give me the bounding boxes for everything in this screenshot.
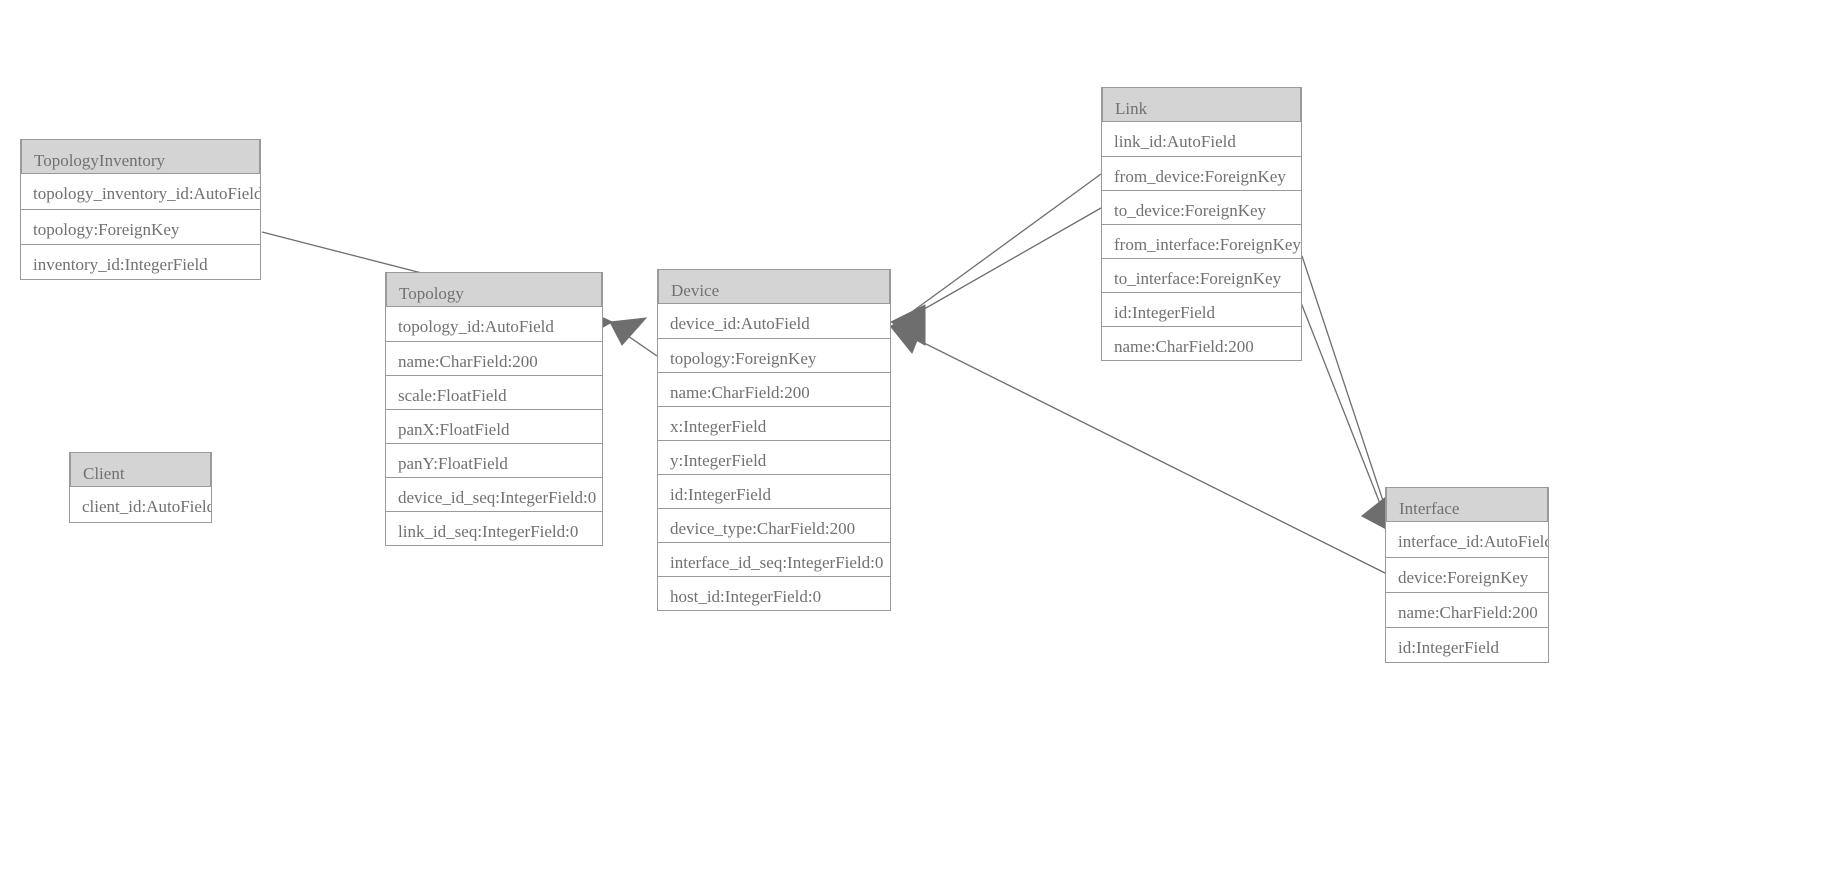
entity-field-row: to_device:ForeignKey bbox=[1102, 190, 1301, 224]
entity-field-row: topology:ForeignKey bbox=[658, 338, 890, 372]
relationship-line bbox=[897, 173, 1102, 323]
entity-field-row: device_id_seq:IntegerField:0 bbox=[386, 477, 602, 511]
relationship-line bbox=[1301, 255, 1393, 529]
entity-field-row: device_type:CharField:200 bbox=[658, 508, 890, 542]
entity-field-row: topology_id:AutoField bbox=[398, 317, 554, 336]
entity-field-row: from_device:ForeignKey bbox=[1102, 156, 1301, 190]
entity-table-device[interactable]: Device device_id:AutoField topology:Foreig… bbox=[657, 269, 891, 611]
entity-field-row: client_id:AutoField bbox=[82, 497, 211, 516]
entity-field-row: topology_inventory_id:AutoField bbox=[33, 184, 260, 203]
entity-field-row: panY:FloatField bbox=[386, 443, 602, 477]
entity-field-row: interface_id_seq:IntegerField:0 bbox=[658, 542, 890, 576]
entity-field-row: scale:FloatField bbox=[386, 375, 602, 409]
entity-table-link[interactable]: Link link_id:AutoField from_device:Foreign… bbox=[1101, 87, 1302, 361]
entity-header-client: Client bbox=[70, 452, 211, 487]
entity-table-client[interactable]: Client client_id:AutoField bbox=[69, 452, 212, 523]
entity-field-row: interface_id:AutoField bbox=[1398, 532, 1548, 551]
entity-field-row: host_id:IntegerField:0 bbox=[658, 576, 890, 610]
entity-header-topology-inventory: TopologyInventory bbox=[21, 139, 260, 174]
entity-field-row: id:IntegerField bbox=[658, 474, 890, 508]
entity-field-row: link_id_seq:IntegerField:0 bbox=[386, 511, 602, 545]
entity-field-row: y:IntegerField bbox=[658, 440, 890, 474]
entity-field-row: name:CharField:200 bbox=[658, 372, 890, 406]
relationship-arrowhead-icon bbox=[889, 304, 926, 342]
entity-header-link: Link bbox=[1102, 87, 1301, 122]
relationship-line bbox=[611, 324, 658, 357]
entity-field-row: device_id:AutoField bbox=[670, 314, 810, 333]
entity-field-row: id:IntegerField bbox=[1102, 292, 1301, 326]
entity-field-row: topology:ForeignKey bbox=[21, 209, 260, 244]
relationship-line bbox=[1295, 289, 1391, 530]
relationship-link-to-interface bbox=[1295, 289, 1395, 534]
entity-header-topology: Topology bbox=[386, 272, 602, 307]
entity-field-row: device:ForeignKey bbox=[1386, 557, 1548, 592]
entity-field-row: name:CharField:200 bbox=[1102, 326, 1301, 360]
relationship-link-to-device bbox=[889, 207, 1102, 346]
entity-field-row: name:CharField:200 bbox=[1386, 592, 1548, 627]
relationship-link-from-interface bbox=[1301, 255, 1395, 534]
entity-field-row: to_interface:ForeignKey bbox=[1102, 258, 1301, 292]
relationship-arrowhead-icon bbox=[890, 319, 926, 354]
entity-field-row: link_id:AutoField bbox=[1114, 132, 1236, 151]
entity-table-topology-inventory[interactable]: TopologyInventory topology_inventory_id:A… bbox=[20, 139, 261, 280]
relationship-line bbox=[897, 207, 1102, 325]
relationship-line bbox=[897, 329, 1386, 574]
entity-field-row: name:CharField:200 bbox=[386, 341, 602, 375]
entity-field-row: from_interface:ForeignKey bbox=[1102, 224, 1301, 258]
relationship-link-from-device bbox=[889, 173, 1102, 342]
relationship-arrowhead-icon bbox=[889, 308, 926, 346]
entity-table-topology[interactable]: Topology topology_id:AutoField name:CharFi… bbox=[385, 272, 603, 546]
entity-field-row: panX:FloatField bbox=[386, 409, 602, 443]
entity-field-row: id:IntegerField bbox=[1386, 627, 1548, 662]
relationship-arrowhead-icon bbox=[609, 317, 648, 346]
relationship-device-topology bbox=[609, 317, 658, 357]
entity-header-interface: Interface bbox=[1386, 487, 1548, 522]
entity-field-row: x:IntegerField bbox=[658, 406, 890, 440]
entity-table-interface[interactable]: Interface interface_id:AutoField device:Fo… bbox=[1385, 487, 1549, 663]
entity-field-row: inventory_id:IntegerField bbox=[21, 244, 260, 279]
entity-header-device: Device bbox=[658, 269, 890, 304]
